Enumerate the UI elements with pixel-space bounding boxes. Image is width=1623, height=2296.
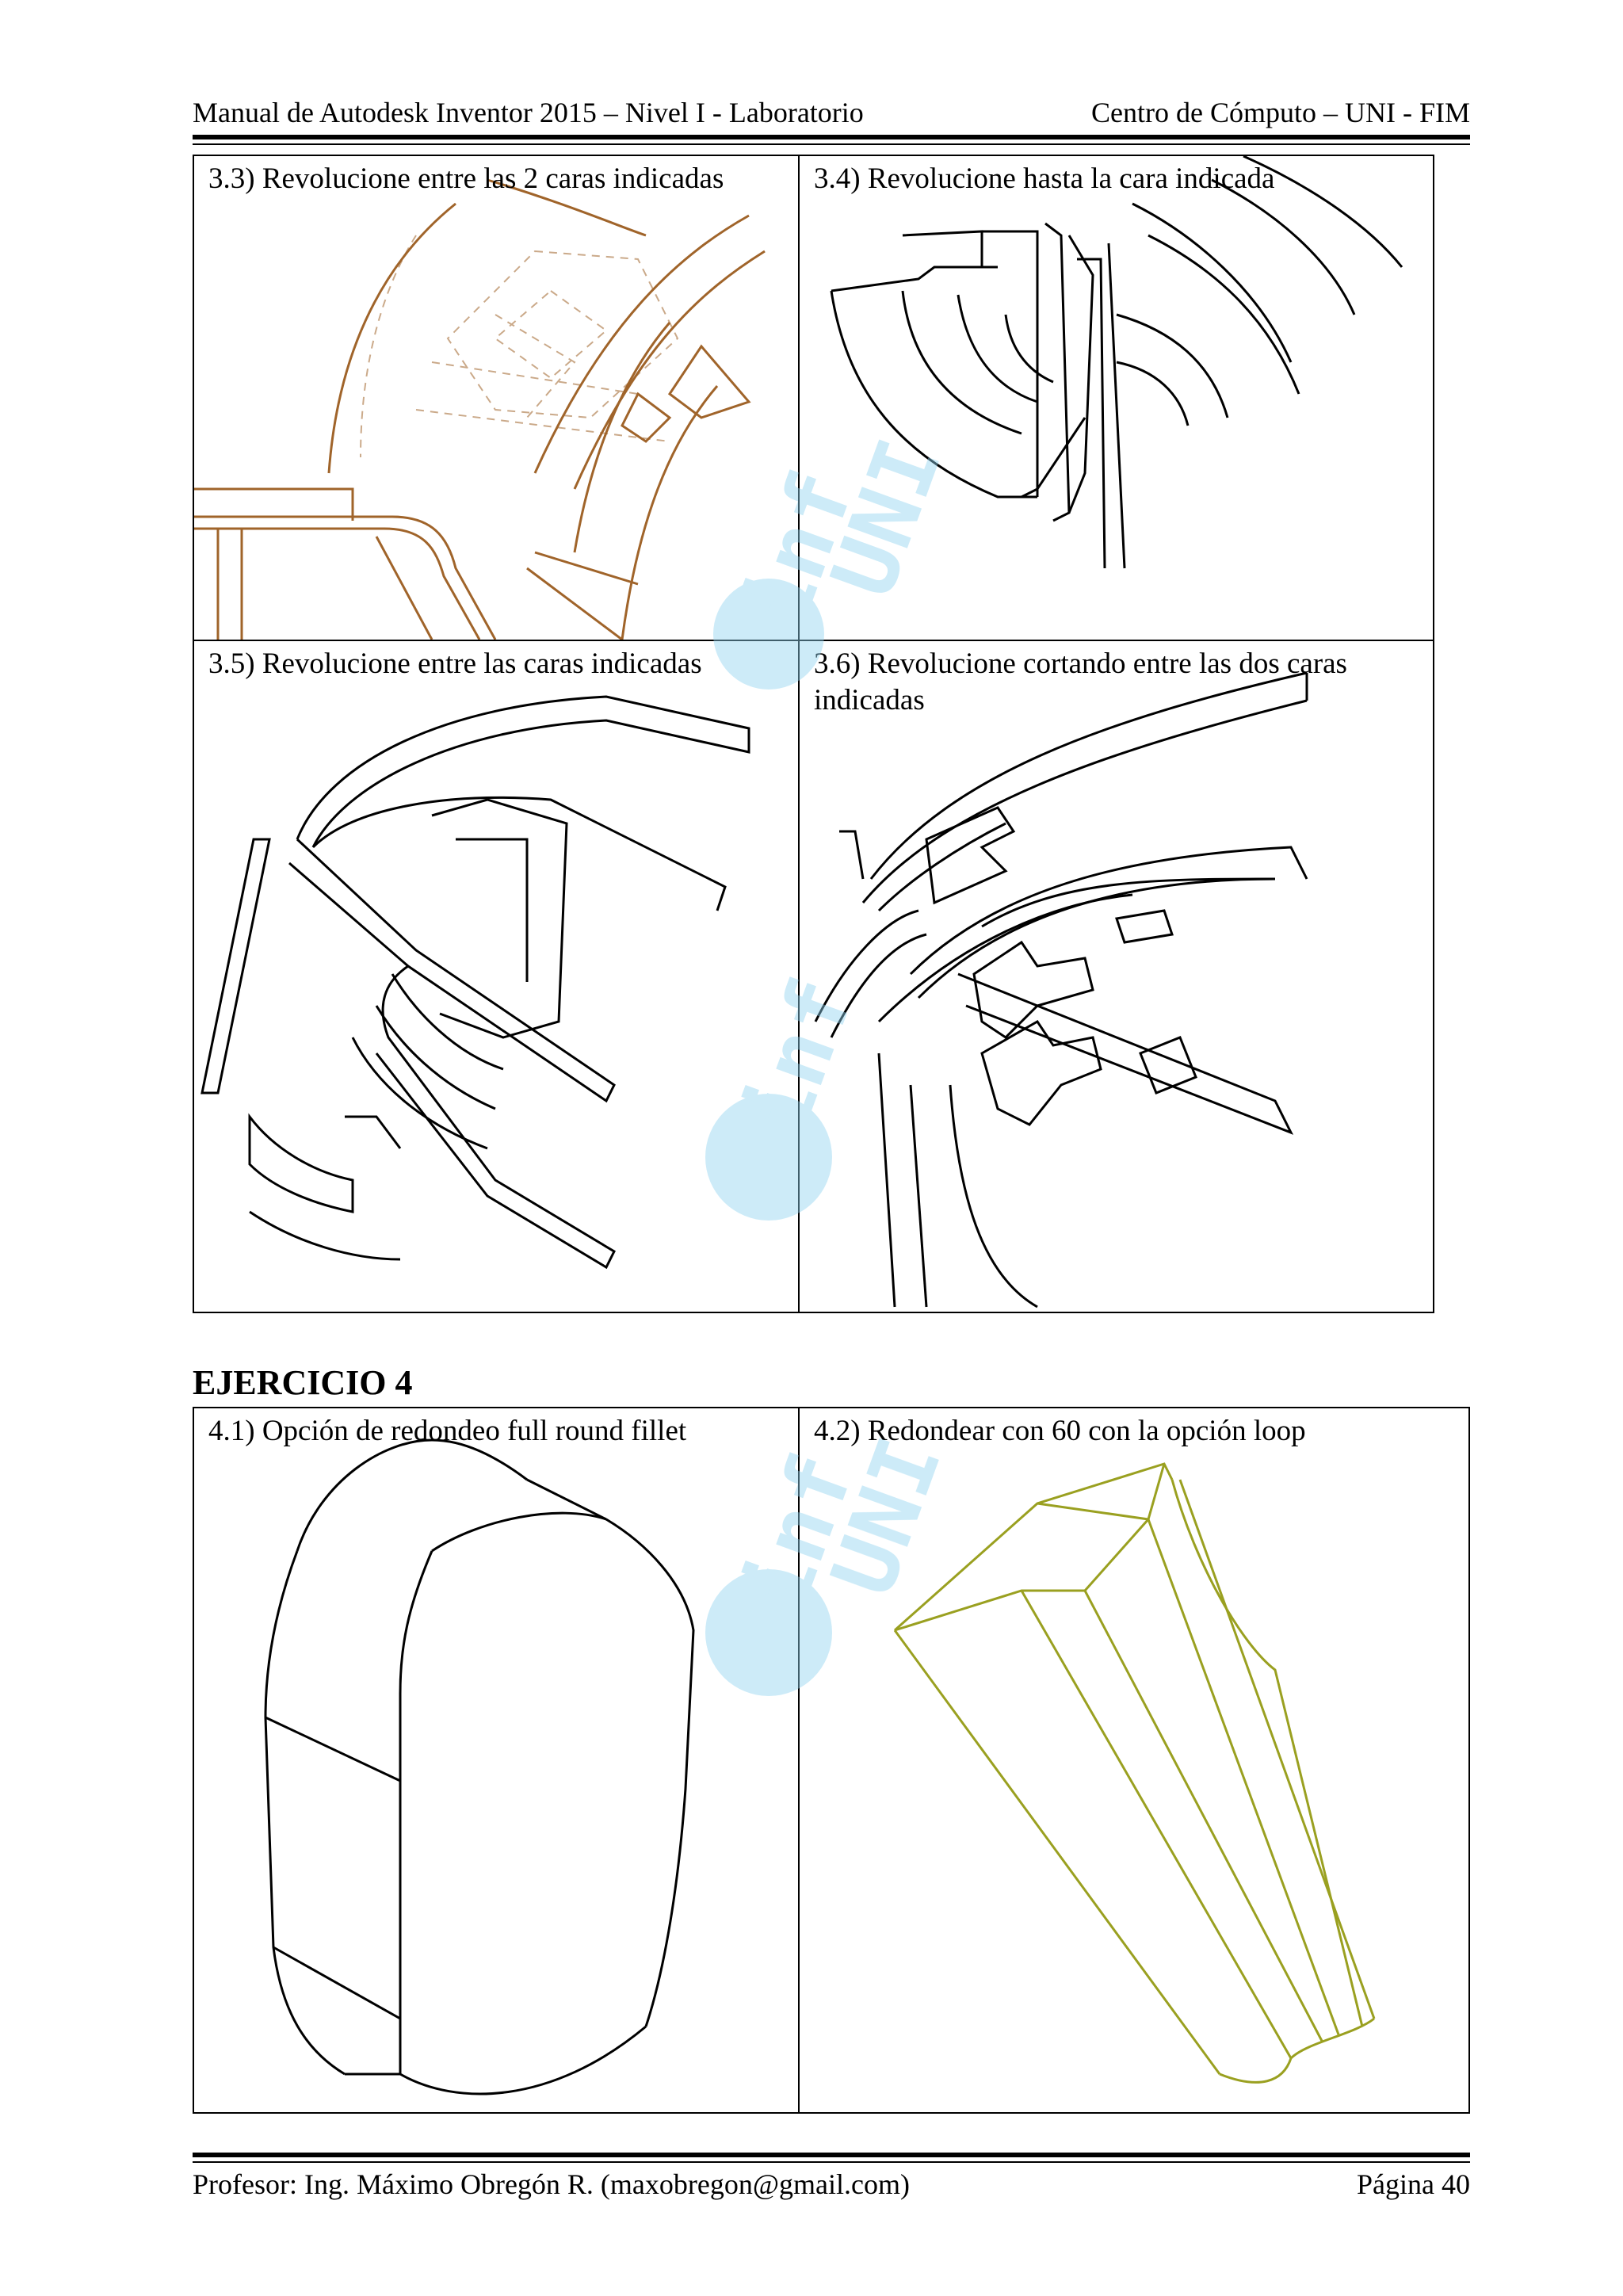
exercise3-col-divider (798, 155, 800, 1313)
caption-3-4: 3.4) Revolucione hasta la cara indicada (814, 162, 1275, 195)
header-right: Centro de Cómputo – UNI - FIM (1091, 97, 1470, 128)
header-rule-thick (193, 135, 1470, 139)
cell-3-4: 3.4) Revolucione hasta la cara indicada (800, 156, 1433, 640)
cell-3-6: 3.6) Revolucione cortando entre las dos … (800, 641, 1433, 1312)
caption-3-5: 3.5) Revolucione entre las caras indicad… (208, 648, 702, 680)
footer-rule-thin (193, 2161, 1470, 2163)
watermark-text-inf-2: inf (724, 965, 873, 1148)
figure-3-3 (194, 178, 766, 640)
page-number: Página 40 (1357, 2168, 1470, 2200)
figure-3-4 (830, 156, 1403, 569)
page-footer: Profesor: Ing. Máximo Obregón R. (maxobr… (193, 2168, 1470, 2200)
caption-3-6: 3.6) Revolucione cortando entre las dos … (814, 648, 1347, 716)
exercise3-row-divider (193, 640, 1434, 641)
footer-left: Profesor: Ing. Máximo Obregón R. (maxobr… (193, 2168, 910, 2200)
cell-3-3: 3.3) Revolucione entre las 2 caras indic… (194, 156, 798, 640)
header-left: Manual de Autodesk Inventor 2015 – Nivel… (193, 97, 864, 128)
caption-3-3: 3.3) Revolucione entre las 2 caras indic… (208, 162, 724, 195)
exercise4-table (193, 1407, 1470, 2114)
exercise3-table (193, 155, 1434, 1313)
figure-3-5 (200, 695, 750, 1270)
figure-4-2 (893, 1462, 1376, 2084)
caption-4-1: 4.1) Opción de redondeo full round fille… (208, 1415, 687, 1447)
watermark-text-uni-3: UNI (812, 1425, 960, 1607)
watermark-logo: inf UNI inf inf UNI (705, 428, 960, 1696)
cell-4-1: 4.1) Opción de redondeo full round fille… (194, 1408, 798, 2112)
figure-4-1 (264, 1438, 695, 2095)
figure-3-6 (814, 671, 1308, 1308)
watermark-text-uni-1: UNI (812, 428, 960, 609)
footer-rule-thick (193, 2153, 1470, 2157)
caption-4-2: 4.2) Redondear con 60 con la opción loop (814, 1415, 1306, 1447)
page-header: Manual de Autodesk Inventor 2015 – Nivel… (193, 97, 1470, 128)
cell-3-5: 3.5) Revolucione entre las caras indicad… (194, 641, 798, 1312)
cell-4-2: 4.2) Redondear con 60 con la opción loop (800, 1408, 1468, 2112)
section-title-ejercicio-4: EJERCICIO 4 (193, 1363, 413, 1402)
exercise4-col-divider (798, 1407, 800, 2114)
header-rule-thin (193, 143, 1470, 145)
